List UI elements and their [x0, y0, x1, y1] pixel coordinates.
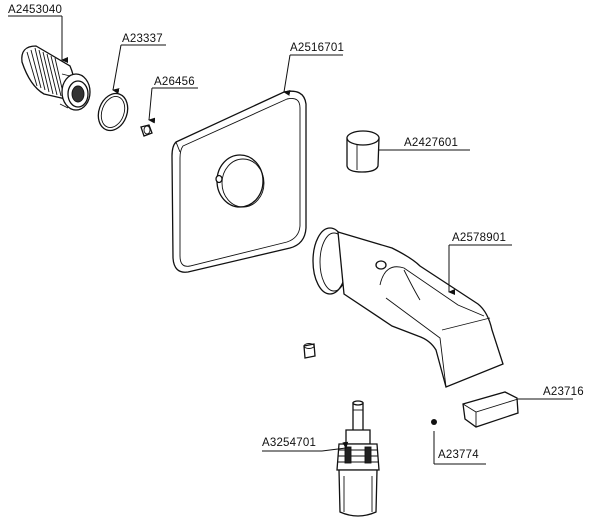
set-screw-part [431, 419, 437, 425]
o-ring-part [97, 92, 129, 132]
label-cover-plate: A2516701 [290, 42, 344, 54]
label-aerator: A23716 [543, 386, 584, 398]
label-set-screw: A23774 [438, 449, 479, 461]
label-handle-knob: A2427601 [404, 137, 458, 149]
cartridge-part [336, 400, 380, 517]
label-o-ring: A23337 [122, 33, 163, 45]
label-small-nut: A26456 [154, 76, 195, 88]
small-nut-part [140, 124, 153, 137]
cover-plate-part [171, 90, 307, 273]
handle-knob-part [346, 130, 380, 173]
label-cartridge: A3254701 [262, 437, 316, 449]
label-threaded-adapter: A2453040 [8, 4, 62, 16]
threaded-adapter-part [21, 45, 91, 111]
aerator-part [462, 391, 519, 428]
small-screw-part [303, 343, 316, 359]
spout-part [312, 227, 504, 388]
label-spout: A2578901 [452, 232, 506, 244]
